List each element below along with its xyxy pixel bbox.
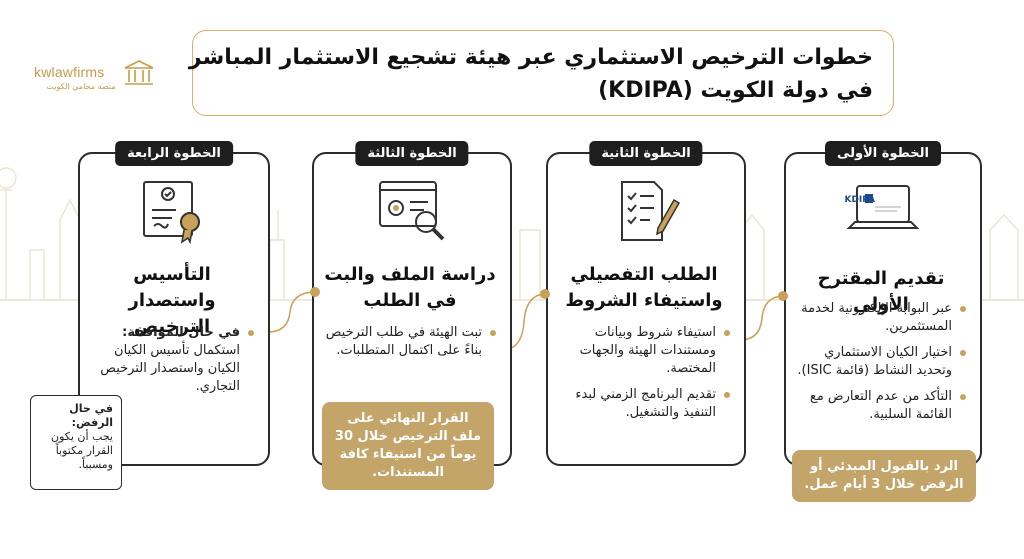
brand-logo: kwlawfirms منصة محامي الكويت (34, 58, 174, 98)
list-item: عبر البوابة الإلكترونية لخدمة المستثمرين… (796, 300, 966, 336)
step-title: الطلب التفصيلي واستيفاء الشروط (565, 264, 723, 311)
step-title: التأسيس واستصدار الترخيص (128, 264, 216, 337)
reject-label: في حال الرفض: (69, 402, 113, 429)
step-bullets: استيفاء شروط وبيانات ومستندات الهيئة وال… (558, 324, 730, 430)
step-badge: الخطوة الثالثة (355, 141, 469, 166)
list-item: استيفاء شروط وبيانات ومستندات الهيئة وال… (558, 324, 730, 378)
list-item: تقديم البرنامج الزمني لبدء التنفيذ والتش… (558, 386, 730, 422)
reject-text: يجب أن يكون القرار مكتوباً ومسبباً. (51, 430, 113, 471)
step-1-note: الرد بالقبول المبدئي أو الرفض خلال 3 أيا… (792, 450, 976, 502)
connector-dot (778, 291, 788, 301)
step-card-2: الخطوة الثانية الطلب التفصيلي واستيفاء ا… (546, 141, 746, 466)
list-item: التأكد من عدم التعارض مع القائمة السلبية… (796, 388, 966, 424)
checklist-pen-icon (621, 181, 681, 241)
brand-name: kwlawfirms (34, 64, 105, 80)
approval-label: في حال الموافقة: (122, 325, 240, 340)
list-item: في حال الموافقة: استكمال تأسيس الكيان ال… (90, 324, 254, 396)
page-title-box: خطوات الترخيص الاستثماري عبر هيئة تشجيع … (188, 30, 894, 116)
step-bullets: في حال الموافقة: استكمال تأسيس الكيان ال… (90, 324, 254, 404)
connector-dot (540, 289, 550, 299)
step-connector-3-4 (267, 291, 317, 333)
page-title-line-2: في دولة الكويت (KDIPA) (598, 78, 873, 103)
page-title-line-1: خطوات الترخيص الاستثماري عبر هيئة تشجيع … (188, 45, 873, 70)
approval-text: استكمال تأسيس الكيان الكيان واستصدار الت… (100, 343, 240, 394)
brand-tagline: منصة محامي الكويت (46, 82, 116, 91)
step-badge: الخطوة الثانية (589, 141, 703, 166)
step-card-1: الخطوة الأولى KDIPA تقديم المقترح الأولي… (784, 141, 982, 466)
certificate-ribbon-icon (143, 181, 200, 244)
step-badge: الخطوة الأولى (825, 141, 941, 166)
document-gear-magnifier-icon (379, 181, 445, 241)
step-badge: الخطوة الرابعة (115, 141, 233, 166)
step-bullets: تبت الهيئة في طلب الترخيص بناءً على اكتم… (324, 324, 496, 368)
laptop-kdipa-icon: KDIPA (845, 185, 920, 229)
kdipa-icon-text: KDIPA (845, 195, 875, 205)
list-item: اختيار الكيان الاستثماري وتحديد النشاط (… (796, 344, 966, 380)
step-title: دراسة الملف والبت في الطلب (324, 264, 496, 311)
step-3-note: القرار النهائي على ملف الترخيص خلال 30 ي… (322, 402, 494, 490)
step-connector-1-2 (739, 295, 785, 341)
step-connector-2-3 (501, 293, 547, 351)
reject-note-box: في حال الرفض: يجب أن يكون القرار مكتوباً… (30, 395, 122, 490)
columns-building-icon (124, 60, 154, 85)
list-item: تبت الهيئة في طلب الترخيص بناءً على اكتم… (324, 324, 496, 360)
step-bullets: عبر البوابة الإلكترونية لخدمة المستثمرين… (796, 300, 966, 432)
step-title: تقديم المقترح الأولي (817, 268, 945, 315)
connector-dot (310, 287, 320, 297)
